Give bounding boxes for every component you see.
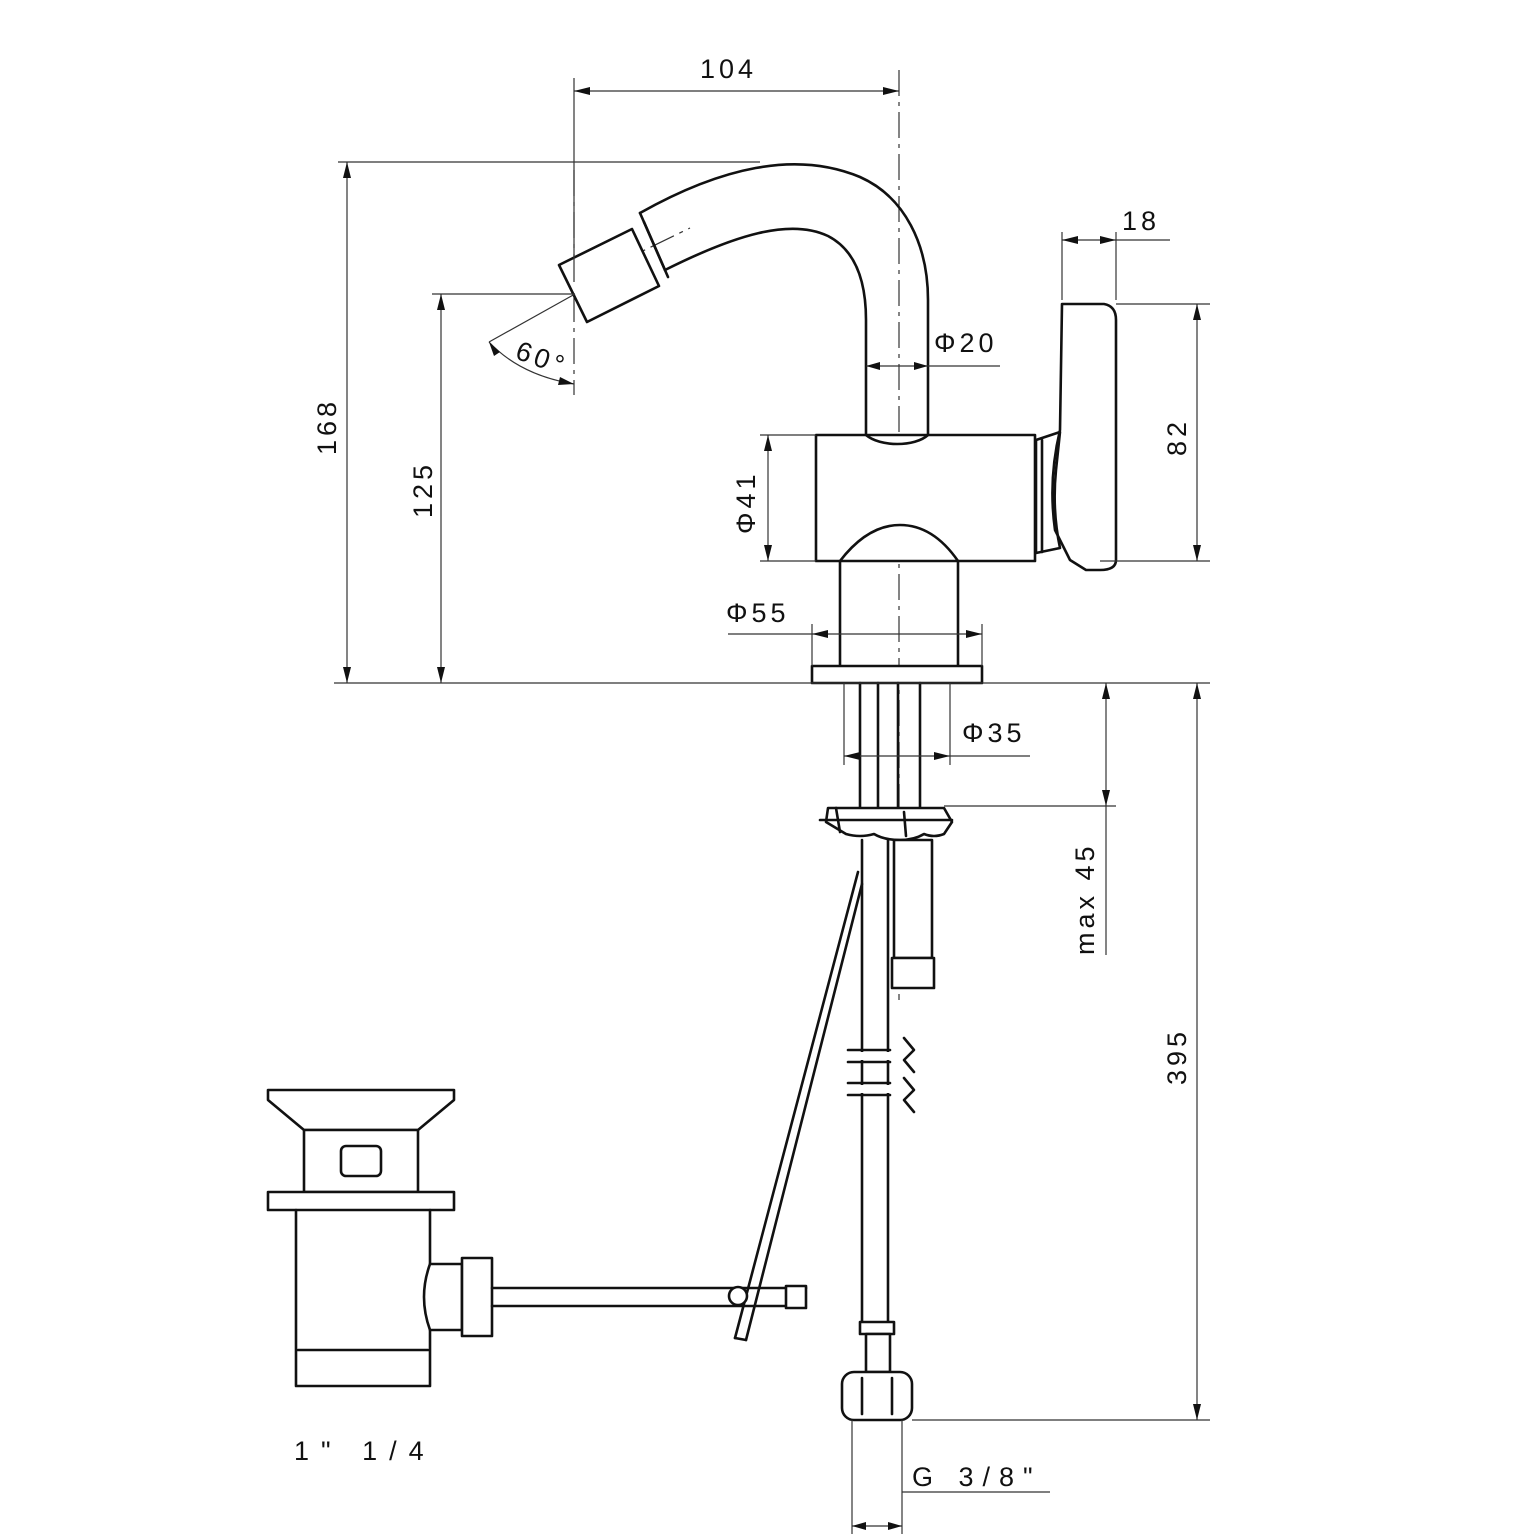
lever-handle bbox=[1034, 302, 1118, 572]
dimension-lines bbox=[334, 78, 1210, 1534]
dim-reach: 104 bbox=[700, 54, 757, 84]
dim-max-deck-thickness: max 45 bbox=[1070, 842, 1100, 955]
pop-up-waste bbox=[266, 1088, 808, 1388]
dim-spout-height: 125 bbox=[408, 461, 438, 518]
rod-clamp bbox=[727, 1285, 749, 1307]
dim-connection-thread: G 3/8" bbox=[912, 1462, 1042, 1492]
dim-hose-length: 395 bbox=[1162, 1028, 1192, 1085]
spout-aerator bbox=[557, 227, 661, 324]
supply-hose bbox=[840, 838, 936, 1422]
waste-cap bbox=[266, 1088, 456, 1132]
dim-total-height: 168 bbox=[312, 398, 342, 455]
dim-body-diameter: Φ41 bbox=[731, 470, 761, 534]
waste-overflow bbox=[339, 1144, 383, 1178]
dim-waste-size: 1" 1/4 bbox=[294, 1436, 436, 1466]
dim-base-diameter: Φ55 bbox=[726, 598, 790, 628]
dim-shank-diameter: Φ35 bbox=[962, 718, 1026, 748]
dim-lever-width: 18 bbox=[1122, 206, 1160, 236]
dimension-labels: 104 168 125 60° Φ20 Φ41 Φ55 18 82 Φ35 ma… bbox=[294, 54, 1192, 1492]
dim-lever-height: 82 bbox=[1162, 418, 1192, 456]
pop-up-rod bbox=[733, 870, 864, 1342]
spout bbox=[557, 163, 930, 437]
dim-spout-diameter: Φ20 bbox=[934, 328, 998, 358]
fixing-shank bbox=[818, 681, 954, 842]
mixer-body bbox=[814, 433, 1037, 563]
mixer-base bbox=[810, 559, 984, 685]
dim-spout-angle: 60° bbox=[512, 335, 572, 381]
